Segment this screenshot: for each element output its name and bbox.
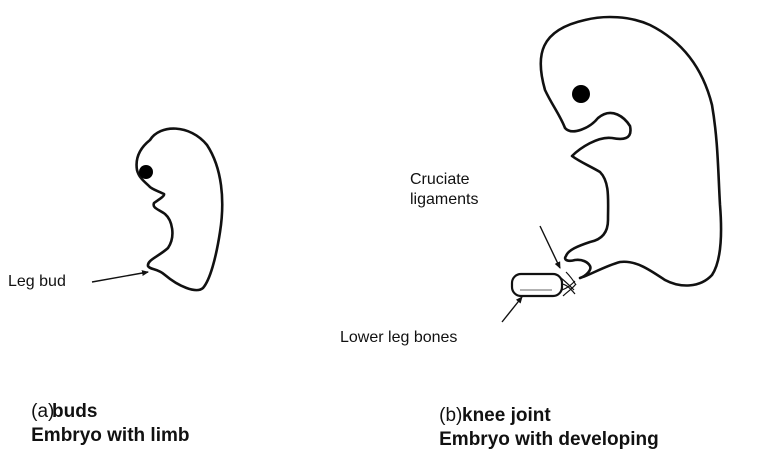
leg-bud-arrow <box>92 272 148 282</box>
lower-leg-bones-arrow <box>502 297 522 322</box>
caption-a-letter: (a) <box>31 401 54 422</box>
cruciate-ligaments-label-line1: Cruciate <box>410 170 470 189</box>
diagram-drawing <box>0 0 757 433</box>
cruciate-ligament-fibers <box>561 272 576 296</box>
embryo-a-outline <box>137 129 223 290</box>
caption-b-line2: knee joint <box>462 404 551 428</box>
cruciate-ligaments-arrow <box>540 226 560 268</box>
lower-leg-bones-label: Lower leg bones <box>340 328 457 347</box>
leg-bud-label: Leg bud <box>8 272 66 291</box>
embryo-knee-diagram: Leg bud Cruciate ligaments Lower leg bon… <box>0 0 757 433</box>
caption-a-line2: buds <box>52 400 97 424</box>
caption-b-letter: (b) <box>439 405 462 426</box>
embryo-b-outline <box>541 17 721 285</box>
caption-a-line1: Embryo with limb <box>31 425 189 446</box>
caption-b-line1: Embryo with developing <box>439 429 659 450</box>
embryo-a-eye <box>139 165 153 179</box>
caption-b: (b) Embryo with developing <box>418 380 659 476</box>
cruciate-ligaments-label-line2: ligaments <box>410 190 478 209</box>
lower-leg-bone <box>512 274 562 296</box>
caption-a: (a) Embryo with limb <box>10 376 189 472</box>
embryo-b-eye <box>572 85 590 103</box>
